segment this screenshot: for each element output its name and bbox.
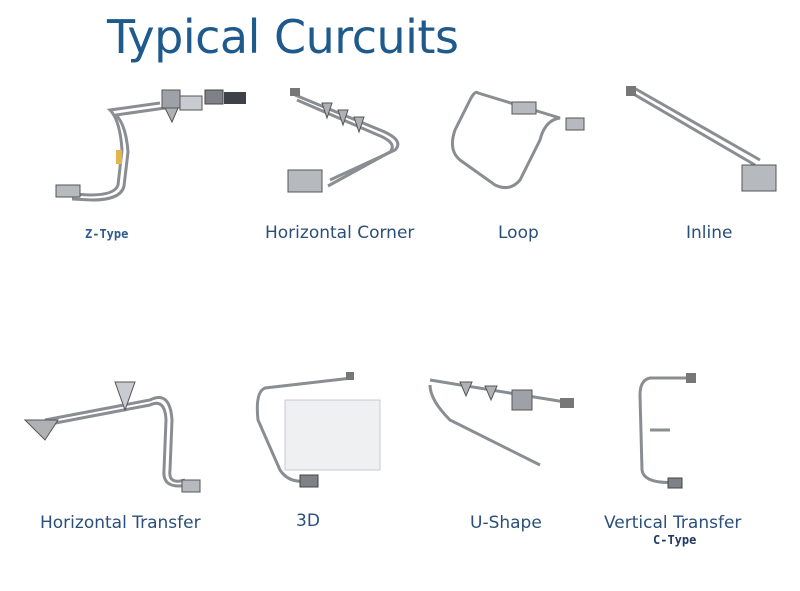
circuit-label: Vertical Transfer bbox=[604, 513, 742, 533]
circuit-label: Inline bbox=[686, 223, 733, 243]
circuit-sublabel: C-Type bbox=[653, 533, 697, 547]
circuit-label: U-Shape bbox=[470, 513, 542, 533]
circuit-label: Loop bbox=[498, 223, 539, 243]
circuit-label: Horizontal Transfer bbox=[40, 513, 201, 533]
circuit-label: 3D bbox=[296, 511, 320, 531]
circuit-label: Z-Type bbox=[85, 227, 129, 241]
circuit-label: Horizontal Corner bbox=[265, 223, 415, 243]
page-title: Typical Curcuits bbox=[107, 10, 459, 64]
